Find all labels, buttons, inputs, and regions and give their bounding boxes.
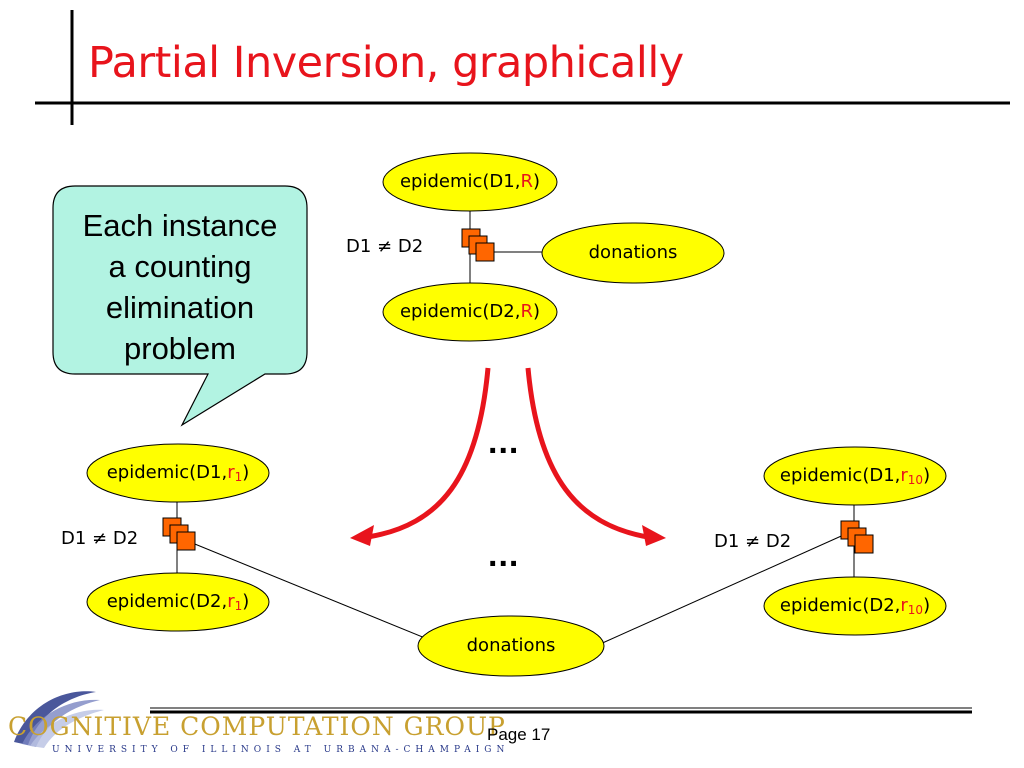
logo-swoosh-icon	[14, 691, 104, 748]
label-prefix: epidemic(D2,	[399, 301, 521, 322]
page-number: Page 17	[487, 725, 551, 744]
factor-right-icon	[840, 520, 874, 554]
arrow-right-head	[642, 525, 666, 546]
constraint-right: D1 ≠ D2	[714, 531, 792, 552]
factor-left-icon	[162, 517, 196, 551]
variable-subscript: 10	[907, 473, 924, 487]
label-suffix: )	[923, 465, 931, 486]
label-variable: r10	[900, 595, 923, 616]
label-top-epidemic-d1: epidemic(D1,R)	[383, 171, 557, 193]
label-prefix: epidemic(D1,	[106, 462, 228, 483]
label-left-epidemic-d2: epidemic(D2,r1)	[87, 591, 269, 613]
arrow-right-curve	[525, 367, 649, 540]
label-prefix: epidemic(D2,	[106, 591, 228, 612]
label-top-donations: donations	[588, 242, 678, 263]
variable-name: r	[227, 462, 235, 483]
variable-subscript: 10	[907, 603, 924, 617]
node-top-epidemic-d2	[382, 282, 558, 342]
label-variable: r1	[227, 591, 242, 612]
variable-subscript: 1	[234, 470, 243, 484]
footer-university-text: UNIVERSITY OF ILLINOIS AT URBANA-CHAMPAI…	[52, 745, 510, 755]
label-suffix: )	[242, 462, 250, 483]
callout-line: Each instance	[82, 208, 278, 243]
slide-title: Partial Inversion, graphically	[88, 38, 684, 88]
label-suffix: )	[532, 171, 541, 192]
node-bottom-donations	[417, 615, 605, 677]
callout-text: Each instance a counting elimination pro…	[62, 205, 298, 369]
footer-logo-text: COGNITIVE COMPUTATION GROUP	[8, 712, 506, 741]
node-left-epidemic-d2	[86, 572, 270, 632]
callout-bubble	[52, 185, 308, 427]
node-top-donations	[541, 222, 725, 284]
constraint-top: D1 ≠ D2	[346, 236, 424, 257]
label-variable: r10	[900, 465, 923, 486]
edge-right-donations	[597, 532, 849, 646]
label-prefix: epidemic(D1,	[779, 465, 901, 486]
label-right-epidemic-d1: epidemic(D1,r10)	[764, 465, 946, 487]
label-suffix: )	[923, 595, 931, 616]
label-variable: R	[520, 171, 533, 192]
callout-line: problem	[124, 331, 236, 366]
ellipsis-middle: ...	[488, 536, 520, 574]
variable-subscript: 1	[234, 599, 243, 613]
node-right-epidemic-d2	[763, 576, 947, 636]
variable-name: r	[900, 465, 908, 486]
label-variable: r1	[227, 462, 242, 483]
label-left-epidemic-d1: epidemic(D1,r1)	[87, 462, 269, 484]
variable-name: r	[227, 591, 235, 612]
edge-left-donations	[184, 539, 426, 639]
arrow-left-curve	[367, 367, 491, 540]
node-left-epidemic-d1	[86, 443, 270, 503]
constraint-left: D1 ≠ D2	[61, 528, 139, 549]
label-suffix: )	[532, 301, 541, 322]
label-prefix: epidemic(D2,	[779, 595, 901, 616]
arrow-left-head	[350, 525, 374, 546]
label-suffix: )	[242, 591, 250, 612]
callout-line: elimination	[105, 290, 255, 325]
label-prefix: epidemic(D1,	[399, 171, 521, 192]
node-top-epidemic-d1	[382, 152, 558, 212]
node-right-epidemic-d1	[763, 446, 947, 506]
factor-top-icon	[461, 228, 495, 262]
ellipsis-top: ...	[488, 423, 520, 461]
label-bottom-donations: donations	[466, 635, 556, 656]
label-top-epidemic-d2: epidemic(D2,R)	[383, 301, 557, 323]
label-variable: R	[520, 301, 533, 322]
variable-name: r	[900, 595, 908, 616]
label-right-epidemic-d2: epidemic(D2,r10)	[764, 595, 946, 617]
callout-line: a counting	[108, 249, 252, 284]
